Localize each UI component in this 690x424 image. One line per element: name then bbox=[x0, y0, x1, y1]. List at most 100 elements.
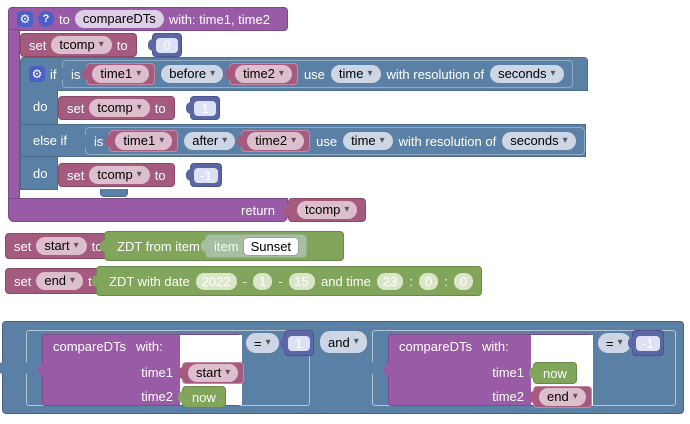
variable-dropdown[interactable]: time1 ▾ bbox=[92, 65, 150, 83]
variable-dropdown[interactable]: start ▾ bbox=[188, 364, 239, 382]
number-field[interactable]: 0 bbox=[156, 37, 178, 53]
minute-field[interactable]: 0 bbox=[418, 272, 439, 290]
source-dropdown[interactable]: time ▾ bbox=[330, 65, 381, 83]
day-field[interactable]: 15 bbox=[288, 272, 315, 290]
dropdown-arrow-icon: ▾ bbox=[70, 275, 76, 286]
operator-dropdown[interactable]: after ▾ bbox=[184, 132, 236, 150]
operator-dropdown[interactable]: before ▾ bbox=[161, 65, 224, 83]
variable-dropdown-start[interactable]: start ▾ bbox=[36, 237, 87, 255]
variable-block-time1[interactable]: time1 ▾ bbox=[86, 63, 156, 85]
compareDTs-call-right[interactable]: compareDTs with: time1 time2 now end ▾ bbox=[388, 334, 593, 408]
number-field[interactable]: 1 bbox=[194, 100, 216, 116]
dropdown-arrow-icon: ▾ bbox=[562, 135, 568, 146]
variable-dropdown[interactable]: end ▾ bbox=[539, 388, 586, 406]
variable-name: time2 bbox=[243, 66, 275, 81]
resolution-dropdown[interactable]: seconds ▾ bbox=[502, 132, 576, 150]
help-icon[interactable]: ? bbox=[38, 11, 54, 27]
set-tcomp-init-block[interactable]: set tcomp ▾ to bbox=[20, 33, 137, 57]
variable-dropdown[interactable]: tcomp ▾ bbox=[297, 201, 358, 219]
time1-param-label: time1 bbox=[492, 365, 524, 380]
variable-block-time2[interactable]: time2 ▾ bbox=[229, 63, 298, 85]
month-field[interactable]: 1 bbox=[252, 272, 273, 290]
variable-name: tcomp bbox=[305, 202, 341, 217]
resolution-value: seconds bbox=[498, 66, 547, 81]
variable-dropdown[interactable]: time2 ▾ bbox=[247, 132, 305, 150]
gear-icon[interactable]: ⚙ bbox=[29, 66, 45, 82]
time2-param-label: time2 bbox=[141, 389, 173, 404]
function-definition-header[interactable]: ⚙ ? to compareDTs with: time1, time2 bbox=[8, 7, 288, 31]
variable-name: tcomp bbox=[97, 167, 133, 182]
source-value: time bbox=[338, 66, 364, 81]
variable-dropdown[interactable]: time1 ▾ bbox=[115, 132, 173, 150]
zdt-from-item-label: ZDT from item bbox=[117, 238, 200, 254]
dropdown-arrow-icon: ▾ bbox=[225, 367, 231, 378]
dropdown-arrow-icon: ▾ bbox=[136, 68, 142, 79]
variable-name: end bbox=[547, 389, 569, 404]
variable-dropdown-tcomp[interactable]: tcomp ▾ bbox=[89, 99, 150, 117]
number-block-expected-1[interactable]: 1 bbox=[284, 330, 314, 356]
number-field[interactable]: -1 bbox=[636, 335, 660, 351]
set-label: set bbox=[29, 37, 47, 53]
resolution-dropdown[interactable]: seconds ▾ bbox=[490, 65, 564, 83]
datetime-compare-block-2[interactable]: is time1 ▾ after ▾ time2 ▾ use time ▾ wi… bbox=[85, 127, 585, 155]
operator-value: = bbox=[606, 335, 614, 351]
hour-field[interactable]: 23 bbox=[376, 272, 404, 290]
variable-block-end[interactable]: end ▾ bbox=[533, 386, 592, 408]
set-tcomp-then1-block[interactable]: set tcomp ▾ to bbox=[58, 96, 175, 120]
dropdown-arrow-icon: ▾ bbox=[550, 68, 556, 79]
equality-operator-dropdown[interactable]: = ▾ bbox=[246, 333, 279, 353]
now-block[interactable]: now bbox=[533, 362, 577, 384]
date-separator: - bbox=[278, 273, 283, 289]
resolution-value: seconds bbox=[510, 133, 559, 148]
dropdown-arrow-icon: ▾ bbox=[222, 135, 228, 146]
variable-dropdown-tcomp[interactable]: tcomp ▾ bbox=[89, 166, 150, 184]
year-field[interactable]: 2022 bbox=[195, 272, 237, 290]
number-block-expected-neg1[interactable]: -1 bbox=[632, 330, 664, 356]
if-block-bottom-tab bbox=[100, 189, 128, 197]
second-field[interactable]: 0 bbox=[453, 272, 474, 290]
set-end-block[interactable]: set end ▾ to bbox=[5, 268, 108, 294]
set-start-block[interactable]: set start ▾ to bbox=[5, 233, 112, 259]
equality-operator-dropdown[interactable]: = ▾ bbox=[598, 333, 631, 353]
gear-icon[interactable]: ⚙ bbox=[17, 11, 33, 27]
variable-block-time1[interactable]: time1 ▾ bbox=[109, 130, 179, 152]
time-separator: : bbox=[444, 273, 448, 289]
item-block[interactable]: item Sunset bbox=[205, 234, 308, 258]
time1-param-label: time1 bbox=[141, 365, 173, 380]
now-label: now bbox=[192, 389, 216, 405]
operator-value: before bbox=[169, 66, 207, 81]
return-label: return bbox=[241, 202, 275, 218]
call-name-label: compareDTs bbox=[399, 339, 472, 354]
zdt-with-date-label: ZDT with date bbox=[109, 273, 190, 289]
number-field[interactable]: 1 bbox=[288, 335, 310, 351]
now-block[interactable]: now bbox=[182, 386, 226, 408]
variable-block-time2[interactable]: time2 ▾ bbox=[241, 130, 311, 152]
number-block-neg1[interactable]: -1 bbox=[190, 163, 222, 187]
number-field[interactable]: -1 bbox=[194, 167, 218, 183]
zdt-with-date-block[interactable]: ZDT with date 2022 - 1 - 15 and time 23 … bbox=[96, 266, 483, 296]
variable-dropdown-end[interactable]: end ▾ bbox=[36, 272, 84, 290]
function-name-field[interactable]: compareDTs bbox=[74, 10, 164, 28]
to-label: to bbox=[154, 167, 166, 183]
number-block-0[interactable]: 0 bbox=[152, 33, 182, 57]
operator-value: = bbox=[254, 335, 262, 351]
to-label: to bbox=[154, 100, 166, 116]
variable-dropdown[interactable]: time2 ▾ bbox=[235, 65, 292, 83]
variable-block-start[interactable]: start ▾ bbox=[182, 362, 245, 384]
dropdown-arrow-icon: ▾ bbox=[344, 204, 350, 215]
item-name-field[interactable]: Sunset bbox=[243, 237, 299, 255]
source-dropdown[interactable]: time ▾ bbox=[343, 132, 393, 150]
number-block-1[interactable]: 1 bbox=[190, 96, 220, 120]
if-label: if bbox=[50, 66, 57, 82]
variable-dropdown-tcomp[interactable]: tcomp ▾ bbox=[51, 36, 112, 54]
datetime-compare-block-1[interactable]: is time1 ▾ before ▾ time2 ▾ use time ▾ w… bbox=[62, 60, 573, 88]
variable-name: time1 bbox=[100, 66, 133, 81]
return-row: return bbox=[8, 198, 288, 222]
and-operator-dropdown[interactable]: and ▾ bbox=[320, 331, 367, 353]
compareDTs-call-left[interactable]: compareDTs with: time1 time2 start ▾ now bbox=[42, 334, 245, 408]
now-label: now bbox=[543, 365, 567, 381]
dropdown-arrow-icon: ▾ bbox=[265, 337, 271, 348]
set-tcomp-then2-block[interactable]: set tcomp ▾ to bbox=[58, 163, 175, 187]
variable-block-tcomp-return[interactable]: tcomp ▾ bbox=[288, 198, 367, 222]
